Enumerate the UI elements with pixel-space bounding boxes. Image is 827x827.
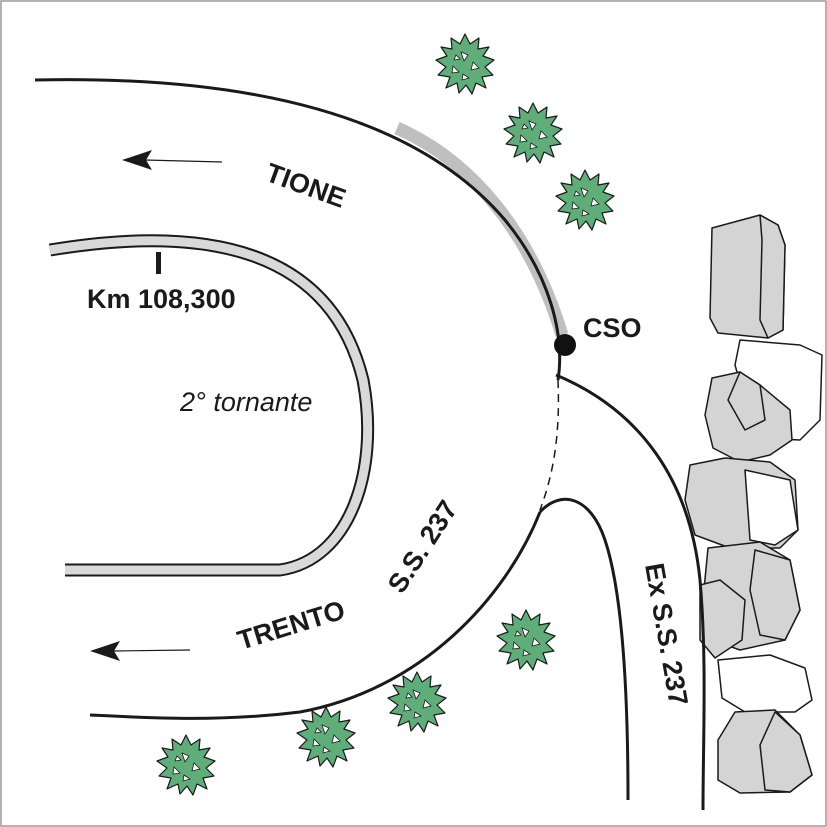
label-tione: TIONE (262, 157, 350, 213)
old-road-left-edge (538, 497, 630, 801)
road-outer-edge (34, 78, 562, 381)
label-trento: TRENTO (234, 595, 348, 656)
arrow-left-icon (90, 641, 191, 661)
rock-wall (684, 214, 823, 794)
tree-icon (156, 734, 216, 796)
inner-guardrail (49, 236, 373, 575)
road-dashed-edge (539, 379, 560, 511)
label-cso: CSO (583, 313, 642, 343)
rock-icon (699, 579, 746, 659)
rock-icon (717, 654, 813, 713)
old-road-right-edge (555, 373, 706, 811)
label-ss237: S.S. 237 (382, 495, 464, 598)
label-ex-ss237: Ex S.S. 237 (639, 561, 694, 708)
tree-icon (503, 102, 563, 164)
tree-icon (296, 706, 356, 768)
tree-icon (435, 33, 495, 95)
cso-point-icon (554, 334, 576, 356)
tree-icon (555, 169, 615, 231)
label-tornante: 2° tornante (179, 387, 312, 417)
tree-icon (387, 671, 447, 733)
road-lower-edge (89, 511, 542, 720)
tree-icon (496, 609, 556, 671)
label-km: Km 108,300 (87, 284, 236, 314)
km-marker-tick (156, 252, 161, 274)
arrow-left-icon (122, 150, 223, 170)
